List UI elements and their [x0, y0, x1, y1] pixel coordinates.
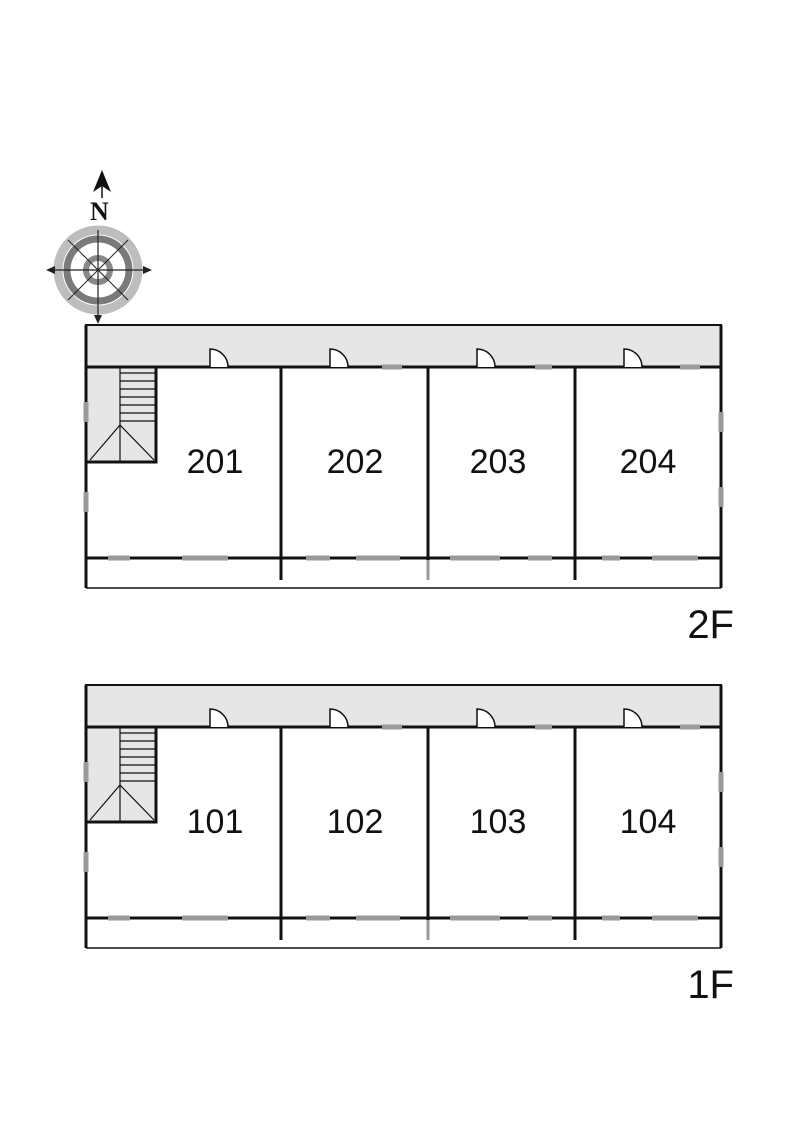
door-icon — [623, 708, 643, 728]
floor-1F: 101 102 103 104 1F — [83, 684, 734, 1007]
north-label: N — [90, 197, 109, 226]
stair-landing — [86, 727, 156, 822]
door-icon — [329, 708, 349, 728]
door-icon — [209, 348, 229, 368]
unit-label-101: 101 — [187, 803, 244, 841]
unit-label-103: 103 — [470, 803, 527, 841]
floor-label-2F: 2F — [687, 603, 734, 647]
stair-landing — [86, 367, 156, 462]
unit-label-102: 102 — [327, 803, 384, 841]
compass-rose-icon — [46, 170, 152, 324]
unit-label-201: 201 — [187, 443, 244, 481]
floor-2F: 201 202 203 204 2F — [83, 324, 734, 647]
unit-label-202: 202 — [327, 443, 384, 481]
door-icon — [209, 708, 229, 728]
door-icon — [476, 348, 496, 368]
floor-label-1F: 1F — [687, 963, 734, 1007]
floors-layer: 201 202 203 204 2F 101 102 103 104 1F — [83, 324, 734, 1007]
unit-label-104: 104 — [620, 803, 677, 841]
corridor — [85, 684, 722, 728]
door-icon — [476, 708, 496, 728]
unit-label-204: 204 — [620, 443, 677, 481]
door-icon — [329, 348, 349, 368]
unit-label-203: 203 — [470, 443, 527, 481]
door-icon — [623, 348, 643, 368]
